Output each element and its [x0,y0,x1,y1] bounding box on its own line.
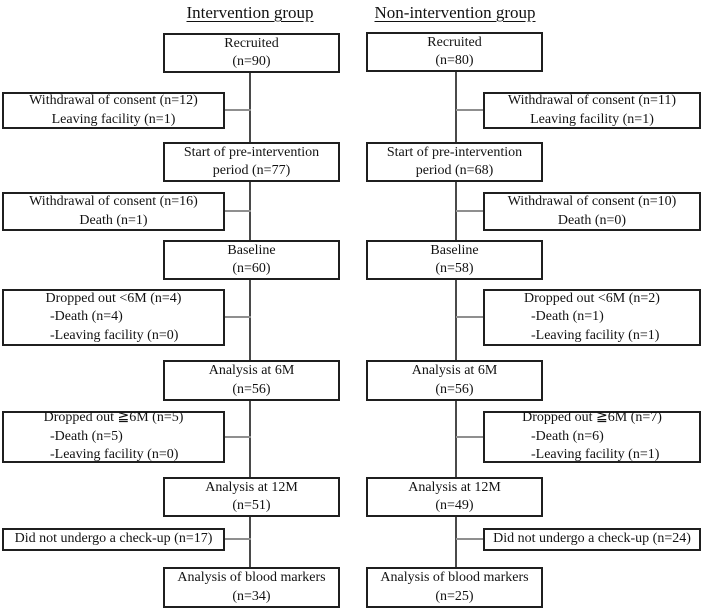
box-line: Analysis at 6M [411,363,498,378]
box-line: period (n=77) [212,163,291,178]
box-recruited: Recruited (n=90) [163,33,340,73]
connector-spine-intervention [249,73,251,567]
box-withdrawal-recruitment: Withdrawal of consent (n=12) Leaving fac… [2,92,225,129]
box-line: -Death (n=1) [531,309,604,325]
box-dropped-before-6m: Dropped out <6M (n=4) -Death (n=4) -Leav… [2,289,225,346]
box-line: (n=51) [232,498,271,513]
connector-stub [456,436,484,438]
box-blood-markers: Analysis of blood markers (n=34) [163,567,340,608]
box-line: Dropped out <6M (n=2) [524,290,660,306]
box-line: -Death (n=5) [50,428,123,444]
box-line: (n=49) [435,498,474,513]
box-line: Analysis of blood markers [177,570,326,585]
connector-stub [225,436,251,438]
connector-stub [456,210,484,212]
box-line: Analysis at 12M [205,479,298,495]
box-line: period (n=68) [415,163,494,178]
box-line: Recruited [427,34,482,50]
box-dropped-before-6m: Dropped out <6M (n=2) -Death (n=1) -Leav… [483,289,701,346]
box-line: Did not undergo a check-up (n=17) [14,531,213,547]
box-line: (n=80) [435,53,474,68]
box-analysis-6m: Analysis at 6M (n=56) [366,360,543,401]
column-title-intervention: Intervention group [186,3,314,22]
connector-stub [456,109,484,111]
connector-stub [225,538,251,540]
connector-stub [456,538,484,540]
box-baseline: Baseline (n=58) [366,240,543,280]
box-line: Withdrawal of consent (n=10) [507,194,677,209]
box-line: (n=90) [232,54,271,69]
box-line: Death (n=0) [557,212,627,228]
box-line: (n=58) [435,261,474,276]
box-line: -Death (n=6) [531,428,604,444]
box-line: Withdrawal of consent (n=16) [29,194,198,209]
box-line: Dropped out ≧6M (n=5) [43,410,184,426]
box-withdrawal-pre-baseline: Withdrawal of consent (n=10) Death (n=0) [483,192,701,231]
box-no-checkup: Did not undergo a check-up (n=17) [2,528,225,551]
box-line: Dropped out ≧6M (n=7) [522,410,662,426]
box-line: (n=56) [435,381,474,397]
box-line: Death (n=1) [79,212,148,228]
box-line: Baseline [430,242,479,258]
box-start-pre-intervention: Start of pre-intervention period (n=77) [163,142,340,182]
box-line: -Leaving facility (n=1) [531,327,660,343]
box-line: (n=34) [232,588,271,604]
box-line: Withdrawal of consent (n=11) [507,93,677,108]
box-dropped-after-6m: Dropped out ≧6M (n=5) -Death (n=5) -Leav… [2,410,225,463]
box-line: (n=56) [232,381,271,397]
box-line: Analysis of blood markers [380,570,529,585]
box-line: -Leaving facility (n=1) [531,447,660,463]
box-line: Recruited [224,35,279,51]
box-baseline: Baseline (n=60) [163,240,340,280]
box-line: Start of pre-intervention [386,144,523,160]
box-line: -Death (n=4) [50,309,123,325]
box-dropped-after-6m: Dropped out ≧6M (n=7) -Death (n=6) -Leav… [483,410,701,463]
connector-stub [225,210,251,212]
box-line: Withdrawal of consent (n=12) [29,93,198,108]
box-line: (n=60) [232,261,271,276]
box-no-checkup: Did not undergo a check-up (n=24) [483,528,701,551]
box-line: -Leaving facility (n=0) [50,327,179,343]
connector-spine-non-intervention [455,72,457,567]
box-analysis-6m: Analysis at 6M (n=56) [163,360,340,401]
box-start-pre-intervention: Start of pre-intervention period (n=68) [366,142,543,182]
box-analysis-12m: Analysis at 12M (n=49) [366,477,543,517]
box-line: Analysis at 6M [208,363,295,378]
box-withdrawal-pre-baseline: Withdrawal of consent (n=16) Death (n=1) [2,192,225,231]
box-line: Baseline [227,242,276,258]
box-line: -Leaving facility (n=0) [50,447,179,463]
connector-stub [225,316,251,318]
box-line: Dropped out <6M (n=4) [45,290,182,306]
box-line: Did not undergo a check-up (n=24) [493,531,691,547]
connector-stub [225,109,251,111]
box-line: (n=25) [435,588,474,604]
box-recruited: Recruited (n=80) [366,32,543,72]
box-line: Start of pre-intervention [183,144,320,160]
box-line: Leaving facility (n=1) [51,111,176,127]
column-title-non-intervention: Non-intervention group [374,3,536,22]
connector-stub [456,316,484,318]
box-blood-markers: Analysis of blood markers (n=25) [366,567,543,608]
box-analysis-12m: Analysis at 12M (n=51) [163,477,340,517]
box-line: Analysis at 12M [408,479,501,495]
box-line: Leaving facility (n=1) [530,111,654,127]
box-withdrawal-recruitment: Withdrawal of consent (n=11) Leaving fac… [483,92,701,129]
